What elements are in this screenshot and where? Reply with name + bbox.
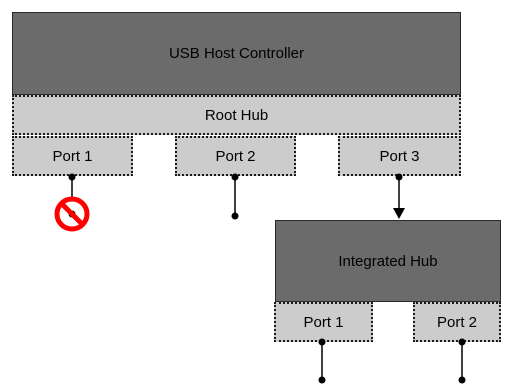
root-hub-port-3: Port 3	[338, 136, 461, 176]
root-hub-label: Root Hub	[204, 106, 269, 124]
integrated-port-2-connector	[458, 338, 466, 384]
root-port-3-connector	[393, 173, 405, 219]
usb-host-controller-label: USB Host Controller	[168, 45, 305, 62]
integrated-hub: Integrated Hub	[275, 220, 501, 302]
root-hub-port-3-label: Port 3	[379, 147, 420, 165]
integrated-hub-port-1-label: Port 1	[303, 313, 344, 331]
usb-host-controller: USB Host Controller	[12, 12, 461, 95]
root-port-2-connector	[231, 173, 239, 220]
root-hub: Root Hub	[12, 95, 461, 135]
integrated-hub-label: Integrated Hub	[338, 252, 438, 270]
root-hub-port-1-label: Port 1	[52, 147, 93, 165]
integrated-hub-port-2-label: Port 2	[436, 313, 478, 331]
arrowhead-icon	[393, 208, 405, 219]
root-hub-port-1: Port 1	[12, 136, 133, 176]
integrated-hub-port-2: Port 2	[413, 302, 501, 342]
prohibited-icon	[54, 196, 90, 232]
root-hub-port-2-label: Port 2	[215, 147, 256, 165]
integrated-hub-port-1: Port 1	[274, 302, 373, 342]
integrated-port-1-connector	[318, 338, 326, 384]
